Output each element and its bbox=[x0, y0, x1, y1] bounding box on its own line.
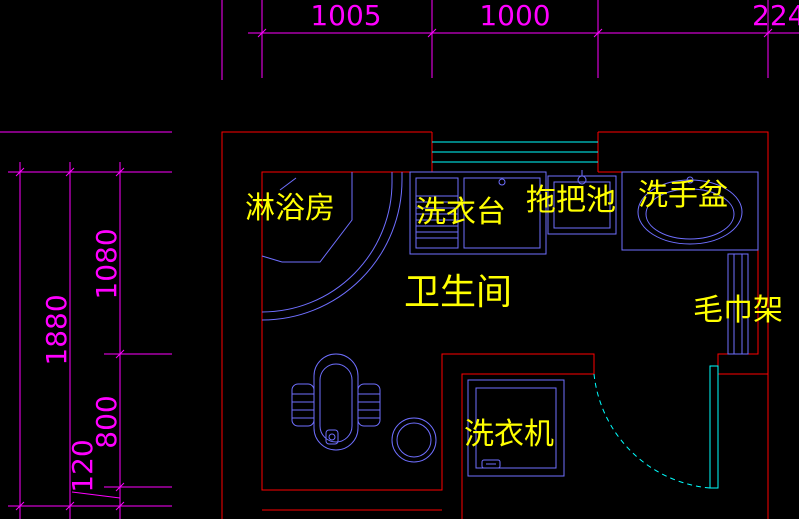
label-washing-machine: 洗衣机 bbox=[464, 417, 554, 452]
label-wash-basin: 洗手盆 bbox=[638, 178, 728, 213]
mop-sink bbox=[547, 170, 617, 235]
shower-enclosure bbox=[261, 172, 403, 321]
towel-rack bbox=[727, 253, 749, 355]
dim-left-120: 120 bbox=[66, 439, 99, 492]
washing-machine bbox=[467, 379, 565, 477]
dim-top-3: 224 bbox=[752, 0, 799, 32]
dim-left-800: 800 bbox=[90, 395, 123, 448]
dim-left-1080: 1080 bbox=[90, 228, 123, 299]
door-swing bbox=[593, 365, 719, 489]
label-laundry-sink: 洗衣台 bbox=[416, 195, 506, 230]
label-bathroom: 卫生间 bbox=[404, 272, 512, 313]
floor-drain bbox=[391, 417, 437, 463]
dim-left-outer: 1880 bbox=[40, 294, 73, 365]
laundry-sink bbox=[409, 171, 547, 255]
label-shower: 淋浴房 bbox=[245, 191, 335, 226]
dim-top-1: 1005 bbox=[310, 0, 381, 32]
dim-top-2: 1000 bbox=[479, 0, 550, 32]
toilet bbox=[291, 353, 381, 451]
label-towel-rack: 毛巾架 bbox=[693, 293, 783, 328]
window bbox=[431, 132, 599, 172]
wash-basin bbox=[621, 171, 759, 251]
label-mop-sink: 拖把池 bbox=[526, 183, 616, 218]
